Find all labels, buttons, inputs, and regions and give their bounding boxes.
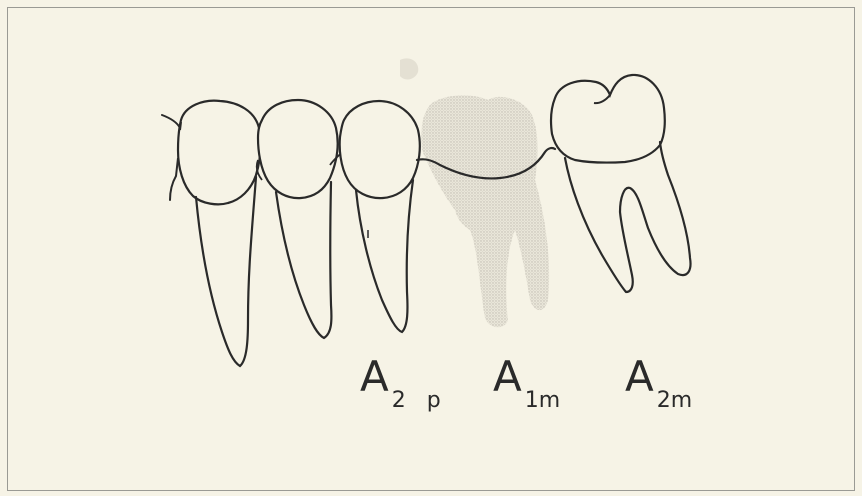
- label-a2m-sub: 2m: [657, 390, 692, 412]
- premolar-tooth-1: [176, 101, 260, 366]
- premolar-tooth-a2p: [340, 101, 420, 332]
- label-a2p-sub: 2 p: [392, 390, 448, 412]
- label-a2m-main: A: [625, 356, 654, 398]
- missing-first-molar-ghost: [400, 58, 549, 327]
- premolar-tooth-2: [257, 100, 342, 338]
- label-a2p-main: A: [360, 356, 389, 398]
- label-a1m-sub: 1m: [525, 390, 560, 412]
- label-a1m-main: A: [493, 356, 522, 398]
- second-molar-a2m: [551, 75, 691, 292]
